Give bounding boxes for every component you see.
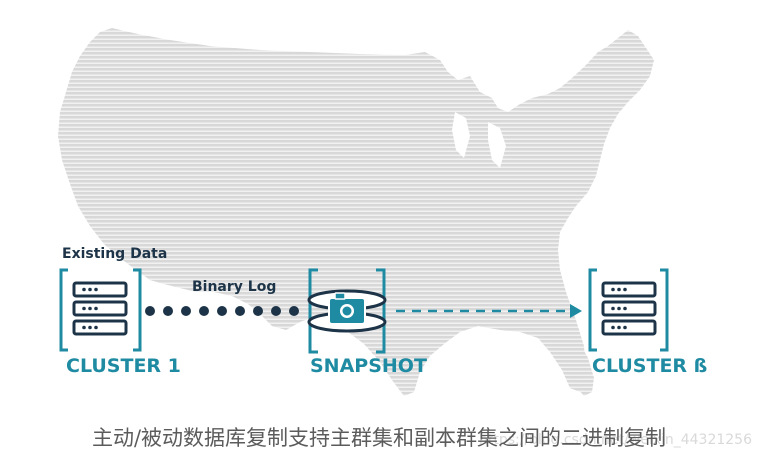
server-stack-icon: [588, 268, 669, 352]
existing-data-label: Existing Data: [62, 246, 168, 262]
binary-log-label: Binary Log: [192, 279, 277, 295]
server-stack-icon: [59, 268, 142, 352]
camera-snapshot-icon: [307, 268, 387, 354]
caption: 主动/被动数据库复制支持主群集和副本群集之间的二进制复制: [91, 426, 667, 450]
cluster-beta-label: CLUSTER ß: [592, 355, 708, 377]
binary-log-dotted-line: [145, 306, 299, 316]
arrowhead-icon: [570, 304, 582, 318]
cluster-1-label: CLUSTER 1: [66, 355, 181, 377]
snapshot-label: SNAPSHOT: [310, 355, 427, 377]
usa-map-silhouette: [58, 28, 654, 396]
watermark: https://blog.csdn.net/weixin_44321256: [478, 432, 752, 448]
florida-peninsula: [550, 332, 594, 396]
great-lakes: [452, 112, 506, 168]
